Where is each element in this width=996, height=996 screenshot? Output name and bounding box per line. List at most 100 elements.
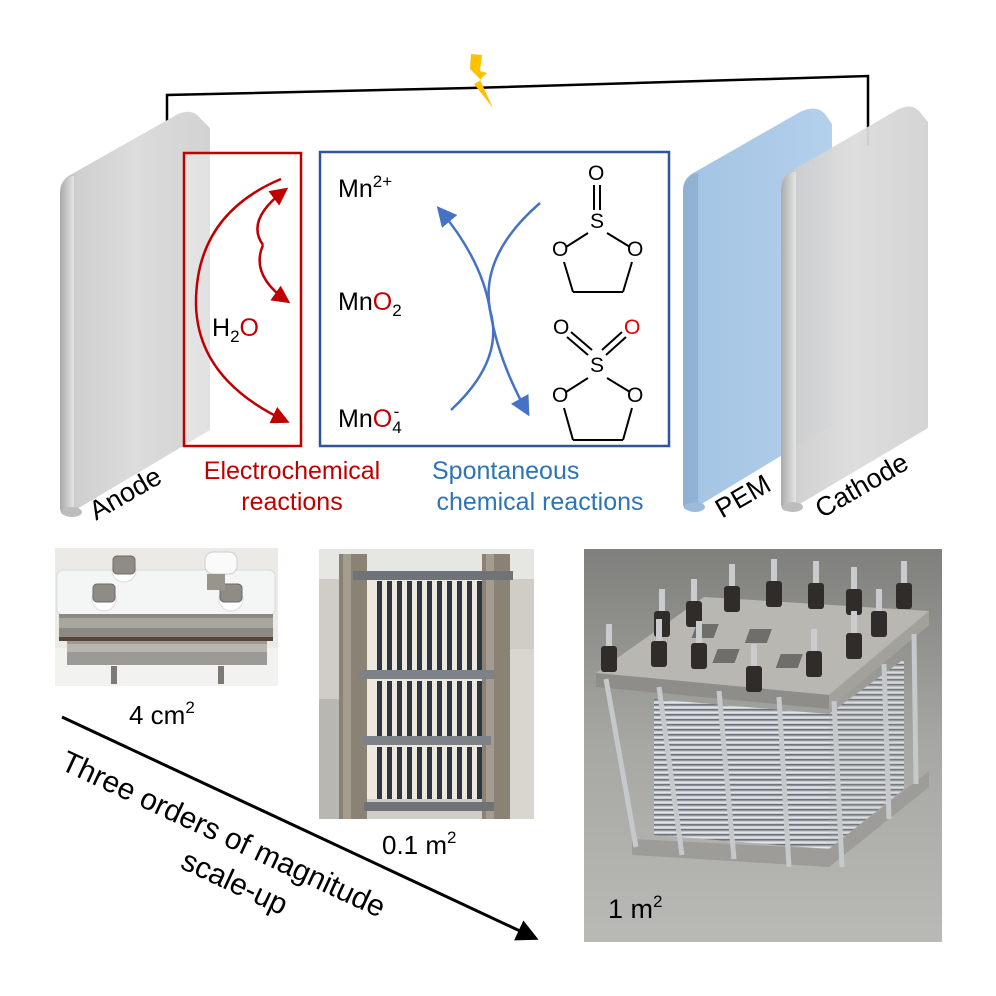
stack-1m2-illustration (584, 549, 942, 942)
stack-plate (377, 747, 382, 799)
stack-plate (457, 681, 462, 736)
stack-plate (447, 747, 452, 799)
area-0p1m2-sup: 2 (447, 828, 457, 847)
tie-rod-bolt (808, 561, 824, 609)
red-arrow-inner-down (258, 244, 291, 304)
electrochemical-caption: Electrochemical reactions (172, 456, 412, 518)
ethylene-sulfate-bonds (563, 331, 633, 441)
tie-rod-bolt (766, 559, 782, 607)
stack-plate (417, 747, 422, 799)
ethylene-sulfite-bonds (563, 185, 633, 293)
area-4cm2-value: 4 cm (129, 700, 186, 730)
tie-rod-bolt (601, 624, 617, 672)
mno2-formula: MnO2 (338, 288, 402, 320)
chemical-caption: Spontaneous chemical reactions (410, 456, 670, 518)
mno4-formula: MnO4- (338, 402, 402, 437)
circuit-wire (165, 74, 870, 146)
sulfate-right-top-o: O (624, 316, 641, 339)
water-h: H (212, 314, 231, 342)
sulfite-right-o: O (627, 238, 644, 261)
sulfate-right-o: O (627, 384, 644, 407)
stack-plate (467, 747, 472, 799)
stack-plate (407, 581, 412, 676)
area-label-4cm2: 4 cm2 (129, 698, 195, 731)
stack-plate (437, 747, 442, 799)
sulfite-s: S (590, 210, 605, 233)
tie-rod-bolt (846, 567, 862, 615)
tie-rod-bolt (806, 629, 822, 677)
stack-plate (437, 581, 442, 676)
anode-electrode (60, 111, 210, 517)
photo-0p1m2-stack (319, 549, 534, 819)
stack-plate (477, 747, 482, 799)
blue-arrow-up (436, 206, 495, 411)
stack-plate (457, 747, 462, 799)
stack-plate (477, 681, 482, 736)
mno4-sub: 4 (392, 418, 402, 437)
stack-plate (417, 581, 422, 676)
electrochemical-caption-line2: reactions (241, 488, 343, 516)
tie-rod-bolt (746, 644, 762, 692)
area-label-1m2: 1 m2 (608, 892, 662, 925)
stack-plate (427, 681, 432, 736)
mno2-o: O (372, 288, 393, 316)
mno4-base: Mn (338, 405, 373, 433)
area-1m2-sup: 2 (653, 892, 663, 911)
stack-plate (447, 681, 452, 736)
stack-plate (377, 581, 382, 676)
stack-plate (377, 681, 382, 736)
area-0p1m2-value: 0.1 m (382, 830, 448, 860)
sulfate-left-top-o: O (553, 316, 570, 339)
photo-4cm2-cell (55, 548, 278, 686)
mno2-sub: 2 (392, 301, 402, 320)
stack-plate (467, 581, 472, 676)
photo-1m2-stack (584, 549, 942, 942)
stack-plate (477, 581, 482, 676)
electrochemical-caption-line1: Electrochemical (203, 457, 381, 485)
tie-rod-bolt (896, 561, 912, 609)
stack-plate (457, 581, 462, 676)
chemical-caption-line1: Spontaneous (432, 457, 580, 485)
mno4-charge: - (393, 402, 400, 421)
tie-rod-bolt (691, 621, 707, 669)
mn2-formula: Mn2+ (338, 173, 392, 202)
stack-plate (447, 581, 452, 676)
stack-plate (397, 681, 402, 736)
tie-rod-bolt (686, 579, 702, 627)
water-formula: H2O (212, 314, 259, 346)
stack-plate (417, 681, 422, 736)
stack-plate (427, 581, 432, 676)
area-1m2-value: 1 m (608, 894, 654, 924)
stack-plate (387, 681, 392, 736)
lab-cell-illustration (55, 548, 278, 686)
stack-0p1m2-illustration (319, 549, 534, 819)
water-o: O (239, 314, 259, 342)
stack-plate (467, 681, 472, 736)
chemical-box (318, 150, 671, 448)
stack-plate (387, 581, 392, 676)
red-arrow-outer (194, 177, 290, 424)
stack-plate (387, 747, 392, 799)
tie-rod-bolt (724, 564, 740, 612)
tie-rod-bolt (846, 611, 862, 659)
stack-plate (437, 681, 442, 736)
mn2-base: Mn (338, 175, 373, 203)
tie-rod-bolt (651, 619, 667, 667)
chemical-caption-line2: chemical reactions (436, 488, 644, 516)
stack-plate (407, 681, 412, 736)
sulfite-top-o: O (588, 162, 605, 185)
scale-up-arrow (61, 715, 539, 941)
mn2-charge: 2+ (372, 172, 393, 191)
sulfate-s: S (590, 354, 605, 377)
sulfite-left-o: O (552, 238, 569, 261)
mno4-o: O (372, 405, 393, 433)
blue-arrow-down (487, 202, 541, 417)
stack-plate (397, 747, 402, 799)
cathode-electrode (781, 106, 928, 512)
red-arrow-inner-up (256, 187, 289, 246)
stack-plate (427, 747, 432, 799)
lightning-bolt-icon (470, 54, 493, 108)
water-sub: 2 (230, 327, 240, 346)
area-label-0p1m2: 0.1 m2 (382, 828, 457, 861)
